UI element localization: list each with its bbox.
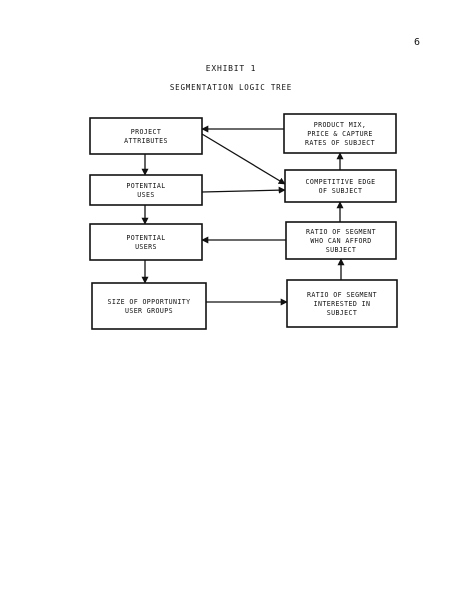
node-box-ratio-interested [286,279,398,328]
node-label-potential-uses-line-2: USES [137,191,154,199]
node-label-product-mix-line-3: RATES OF SUBJECT [305,139,375,147]
node-label-potential-users-line-2: USERS [135,243,157,251]
node-box-potential-uses [89,174,203,206]
node-label-potential-users-line-1: POTENTIAL [126,234,165,242]
node-label-product-mix-line-1: PRODUCT MIX, [314,121,366,129]
node-box-potential-users [89,223,203,261]
node-box-size-of-opportunity [91,282,207,330]
diagram-title: SEGMENTATION LOGIC TREE [169,83,293,92]
node-label-size-of-opportunity-line-2: USER GROUPS [125,307,173,315]
page-number: 6 [414,37,421,48]
node-box-project-attributes [89,117,203,155]
arrow-potential-uses-to-competitive-edge [201,186,286,194]
node-label-product-mix-line-2: PRICE & CAPTURE [307,130,373,138]
node-label-ratio-afford-line-1: RATIO OF SEGMENT [306,228,376,236]
node-label-ratio-interested-line-2: INTERESTED IN [314,300,371,308]
node-label-ratio-interested-line-3: SUBJECT [327,309,358,317]
connector-layer [141,125,345,306]
node-label-size-of-opportunity-line-1: SIZE OF OPPORTUNITY [107,298,190,306]
node-label-ratio-afford-line-3: SUBJECT [326,246,357,254]
node-layer: PROJECTATTRIBUTESPOTENTIALUSESPOTENTIALU… [89,113,398,330]
node-box-product-mix [283,113,397,154]
node-label-ratio-afford-line-2: WHO CAN AFFORD [310,237,371,245]
arrow-project-attributes-to-competitive-edge [201,133,286,185]
node-label-project-attributes-line-1: PROJECT [131,128,162,136]
node-box-competitive-edge [284,169,397,203]
node-box-ratio-afford [285,221,397,260]
node-label-potential-uses-line-1: POTENTIAL [126,182,165,190]
node-label-competitive-edge-line-1: COMPETITIVE EDGE [306,178,376,186]
node-label-ratio-interested-line-1: RATIO OF SEGMENT [307,291,377,299]
node-label-competitive-edge-line-2: OF SUBJECT [319,187,363,195]
node-label-project-attributes-line-2: ATTRIBUTES [124,137,168,145]
exhibit-label: EXHIBIT 1 [205,64,257,73]
